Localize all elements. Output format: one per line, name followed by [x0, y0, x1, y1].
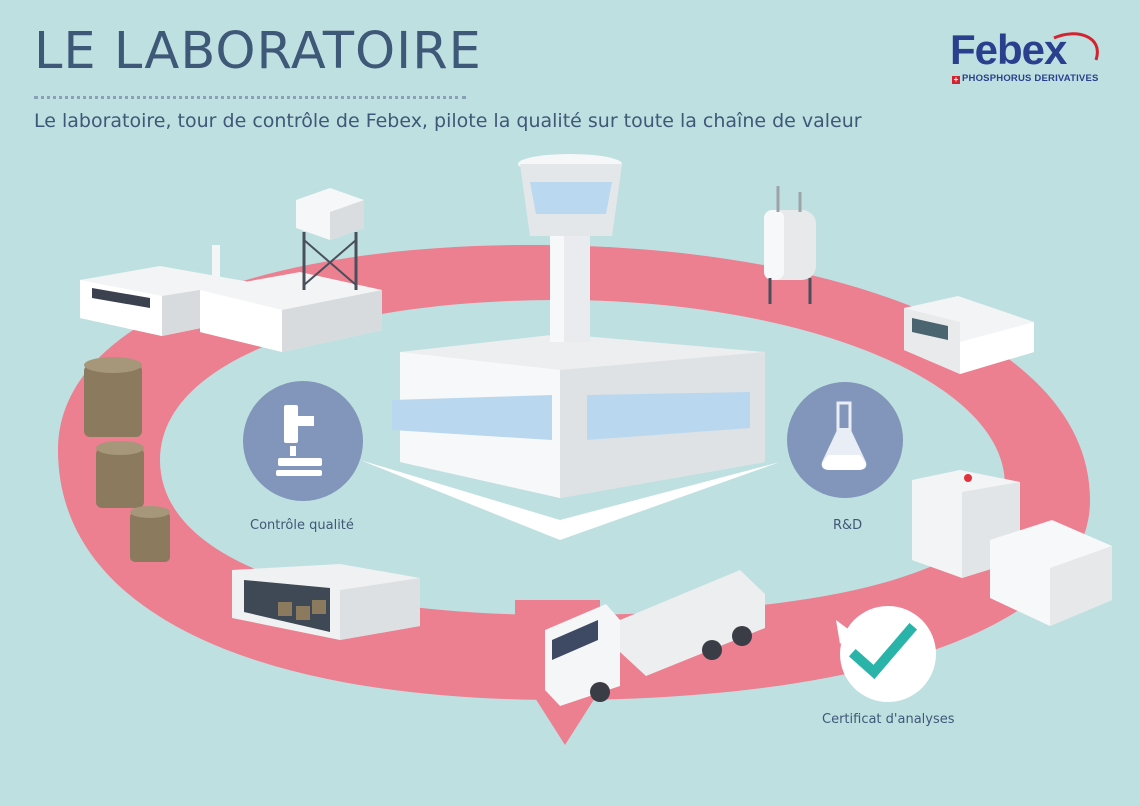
logo-swoosh-icon — [1053, 32, 1099, 61]
title-divider — [34, 96, 466, 99]
checkmark-icon — [848, 622, 918, 680]
tanker-truck — [545, 570, 765, 706]
reactor-tank — [764, 186, 816, 304]
barrel-stack — [84, 357, 170, 562]
quality-control-badge — [243, 381, 363, 501]
certificate-badge — [836, 606, 936, 702]
bag-stack — [990, 520, 1112, 626]
water-tower — [296, 188, 364, 290]
flask-icon — [821, 401, 867, 470]
rnd-label: R&D — [833, 518, 863, 533]
warehouse-left — [232, 564, 420, 640]
factory-building — [80, 245, 382, 352]
certificate-label: Certificat d'analyses — [822, 712, 955, 727]
logo-tagline: PHOSPHORUS DERIVATIVES — [962, 73, 1099, 84]
page-title: LE LABORATOIRE — [34, 22, 482, 81]
logo-tagline-row: +PHOSPHORUS DERIVATIVES — [952, 73, 1099, 84]
page-subtitle: Le laboratoire, tour de contrôle de Febe… — [34, 110, 862, 132]
febex-logo: Febex +PHOSPHORUS DERIVATIVES — [946, 26, 1106, 88]
swiss-cross-icon: + — [952, 75, 960, 84]
warehouse-right — [904, 296, 1034, 374]
control-tower — [360, 154, 780, 540]
microscope-icon — [276, 405, 322, 476]
logo-wordmark: Febex — [950, 26, 1067, 73]
rnd-badge — [787, 382, 903, 498]
quality-control-label: Contrôle qualité — [250, 518, 354, 533]
